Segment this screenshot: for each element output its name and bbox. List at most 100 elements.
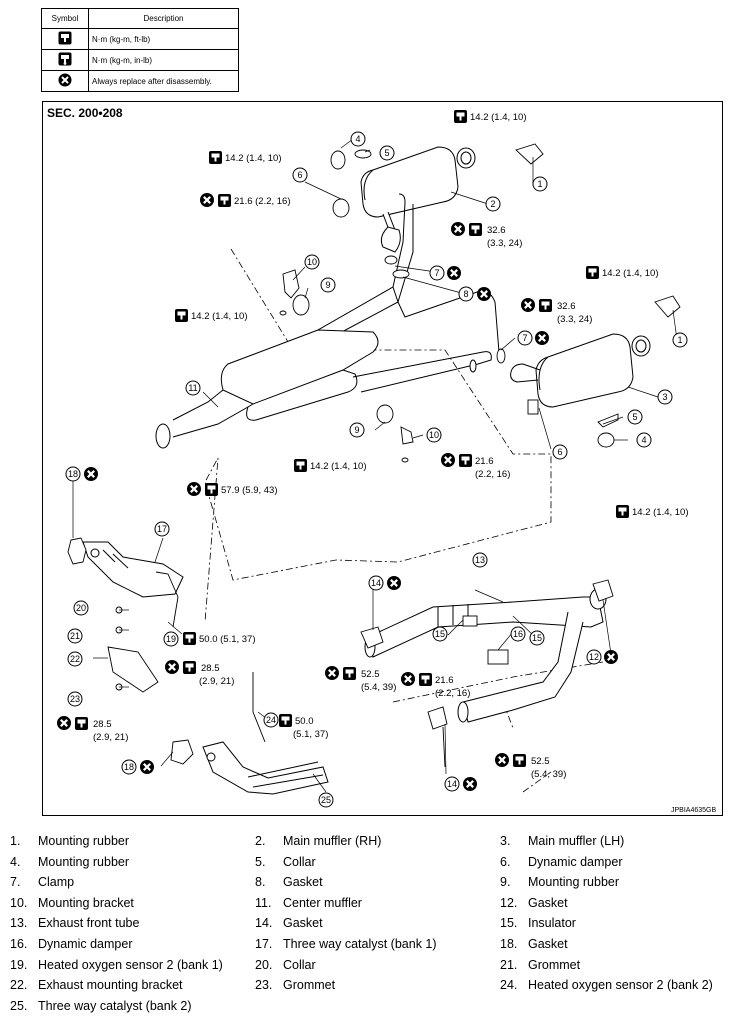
svg-text:14: 14 <box>447 779 457 789</box>
legend-header-row: Symbol Description <box>41 8 239 29</box>
callout-8-upper: 8 <box>458 286 474 302</box>
part-number: 13. <box>10 916 28 931</box>
torque-wrench-icon <box>459 454 472 467</box>
torque-spec: 52.5 <box>361 669 380 680</box>
svg-text:8: 8 <box>463 289 468 299</box>
svg-text:22: 22 <box>70 654 80 664</box>
torque-wrench-icon <box>41 28 89 50</box>
svg-text:16: 16 <box>513 629 523 639</box>
svg-text:2: 2 <box>490 199 495 209</box>
main-muffler-lh <box>510 333 651 408</box>
part-name: Collar <box>283 957 316 972</box>
callout-15-upper: 15 <box>432 626 448 642</box>
part-list-item: 1.Mounting rubber <box>10 834 129 848</box>
callout-15-lower: 15 <box>529 630 545 646</box>
svg-text:14: 14 <box>371 578 381 588</box>
torque-wrench-icon <box>419 673 432 686</box>
callout-12: 12 <box>586 649 602 665</box>
callout-6-upper: 6 <box>292 167 308 183</box>
torque-wrench-icon <box>205 483 218 496</box>
mounting-rubber-4-upper <box>330 150 346 170</box>
part-list-item: 17.Three way catalyst (bank 1) <box>255 937 437 951</box>
part-number: 6. <box>500 854 511 869</box>
part-number: 1. <box>10 834 21 848</box>
torque-wrench-icon <box>175 309 188 322</box>
svg-text:1: 1 <box>537 179 542 189</box>
callout-24: 24 <box>263 712 279 728</box>
part-list-item: 16.Dynamic damper <box>10 937 132 951</box>
always-replace-icon <box>185 480 203 498</box>
svg-text:10: 10 <box>429 430 439 440</box>
svg-text:4: 4 <box>355 134 360 144</box>
svg-text:17: 17 <box>157 524 167 534</box>
collar-5-upper <box>354 149 372 159</box>
gasket-12 <box>592 579 614 602</box>
svg-text:10: 10 <box>307 257 317 267</box>
torque-spec: 28.5 <box>93 719 112 730</box>
part-name: Dynamic damper <box>38 937 133 951</box>
torque-spec: 50.0 (5.1, 37) <box>199 634 256 645</box>
mounting-bracket-rh <box>515 143 544 165</box>
part-name: Collar <box>283 854 316 869</box>
torque-wrench-icon <box>75 717 88 730</box>
part-list-item: 18.Gasket <box>500 937 568 951</box>
torque-spec: 14.2 (1.4, 10) <box>310 461 367 472</box>
part-number: 9. <box>500 875 511 890</box>
torque-wrench-icon <box>539 299 552 312</box>
part-number: 20. <box>255 957 273 972</box>
part-number: 22. <box>10 978 28 993</box>
always-replace-icon <box>461 775 479 793</box>
part-name: Exhaust mounting bracket <box>38 978 183 993</box>
callout-9-lower: 9 <box>349 422 365 438</box>
part-number: 21. <box>500 957 518 972</box>
clamp-7-lower <box>496 348 506 364</box>
part-number: 11. <box>255 895 272 910</box>
part-list-item: 22. Exhaust mounting bracket <box>10 978 183 992</box>
part-name: Mounting rubber <box>38 854 130 869</box>
always-replace-icon <box>198 191 216 209</box>
callout-13: 13 <box>472 552 488 568</box>
part-list-item: 11.Center muffler <box>255 896 362 910</box>
torque-spec: (5.4, 39) <box>361 682 396 693</box>
part-name: Mounting bracket <box>38 895 134 910</box>
part-number: 14. <box>255 916 273 931</box>
torque-spec: (5.4, 39) <box>531 769 566 780</box>
callout-3: 3 <box>657 389 673 405</box>
torque-spec: (2.2, 16) <box>435 688 470 699</box>
diagram-canvas: SEC. 200•208 <box>47 106 716 814</box>
torque-spec: 57.9 (5.9, 43) <box>221 485 278 496</box>
part-list-item: 15.Insulator <box>500 916 576 930</box>
heated-oxygen-sensor-24 <box>252 672 266 743</box>
part-list-item: 12.Gasket <box>500 896 568 910</box>
callout-17: 17 <box>154 521 170 537</box>
torque-spec: 14.2 (1.4, 10) <box>225 153 282 164</box>
legend-description: N·m (kg-m, ft-lb) <box>88 28 239 50</box>
svg-text:13: 13 <box>475 555 485 565</box>
part-number: 24. <box>500 978 518 993</box>
torque-wrench-icon <box>469 223 482 236</box>
dynamic-damper-6-upper <box>332 198 350 218</box>
part-name: Gasket <box>528 937 568 951</box>
always-replace-icon <box>138 758 156 776</box>
part-name: Main muffler (RH) <box>283 834 382 848</box>
part-number: 7. <box>10 875 21 890</box>
torque-spec: 50.0 <box>295 716 314 727</box>
always-replace-icon <box>449 220 467 238</box>
torque-spec: 14.2 (1.4, 10) <box>470 112 527 123</box>
exhaust-front-tube <box>364 588 607 723</box>
callout-4-upper: 4 <box>350 131 366 147</box>
torque-spec: (2.2, 16) <box>475 469 510 480</box>
part-list-item: 4.Mounting rubber <box>10 855 129 869</box>
part-list-item: 9.Mounting rubber <box>500 875 619 889</box>
always-replace-icon <box>602 648 620 666</box>
legend-row: N·m (kg-m, in-lb) <box>41 49 239 71</box>
torque-spec: 21.6 (2.2, 16) <box>234 196 291 207</box>
part-list-item: 20. Collar <box>255 958 316 972</box>
callout-10-lower: 10 <box>426 427 442 443</box>
part-name: Three way catalyst (bank 2) <box>38 998 192 1013</box>
part-number: 8. <box>255 875 266 890</box>
part-name: Insulator <box>528 916 576 931</box>
always-replace-icon <box>475 285 493 303</box>
main-muffler-rh <box>360 146 476 253</box>
gasket-14-upper <box>360 626 384 649</box>
